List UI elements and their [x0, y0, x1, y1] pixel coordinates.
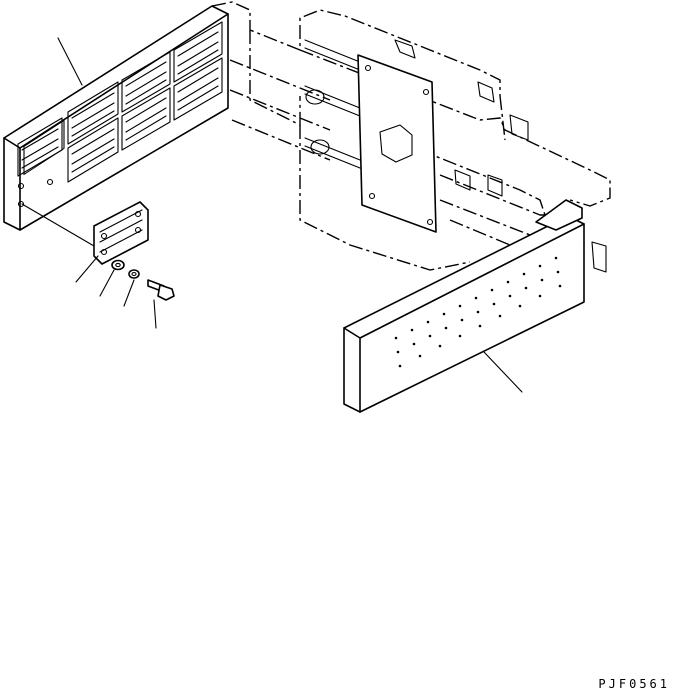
right-pad-holes [394, 256, 562, 368]
pad-ribs [17, 21, 223, 208]
drawing-code: PJF0561 [598, 677, 670, 691]
left-clamp-pad [3, 5, 229, 231]
carriage-frame [211, 1, 611, 271]
leader-line-right-pad [483, 351, 523, 393]
washer-2 [128, 269, 140, 279]
replacement-rib-plate [93, 201, 149, 265]
leader-line-2 [99, 269, 115, 297]
center-backrest-plate [357, 54, 437, 233]
leader-line-plate [21, 203, 95, 247]
washer-1 [111, 259, 125, 271]
right-clamp-pad [343, 199, 585, 413]
bolt [147, 279, 175, 301]
leader-line-3 [123, 279, 135, 307]
leader-line-4 [153, 299, 157, 329]
cylinder-rods [304, 39, 607, 273]
leader-line-pad [57, 37, 83, 86]
rib-plates [23, 119, 65, 176]
leader-line-1 [75, 255, 99, 283]
